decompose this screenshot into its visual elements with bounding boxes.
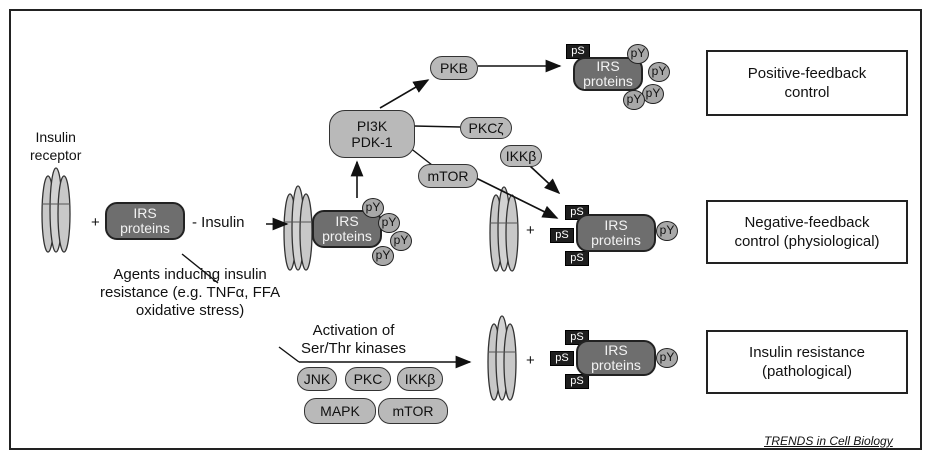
plus-sign: +	[91, 214, 100, 232]
activation-label: Activation of Ser/Thr kinases	[301, 322, 406, 358]
kinase-mtor: mTOR	[378, 398, 448, 424]
py-positive-4: pY	[623, 90, 645, 110]
py-negative: pY	[656, 221, 678, 241]
plus-sign-negative: +	[526, 222, 535, 240]
kinase-jnk: JNK	[297, 367, 337, 391]
line-activation-a	[279, 347, 299, 362]
ps-resistance-2: pS	[550, 351, 574, 366]
insulin-label: - Insulin	[192, 214, 245, 232]
ps-negative-3: pS	[565, 251, 589, 266]
receptor-negative	[490, 187, 518, 271]
kinase-pkc: PKC	[345, 367, 391, 391]
py-resistance: pY	[656, 348, 678, 368]
py-positive-3: pY	[642, 84, 664, 104]
ikk-beta-node: IKKβ	[500, 145, 542, 167]
negative-feedback-box: Negative-feedback control (physiological…	[706, 200, 908, 264]
line-to-pkczeta	[414, 126, 460, 127]
arrow-ikkb	[530, 166, 559, 193]
receptor-resistance	[488, 316, 516, 400]
insulin-resistance-box: Insulin resistance (pathological)	[706, 330, 908, 394]
agents-label: Agents inducing insulin resistance (e.g.…	[100, 266, 280, 320]
positive-feedback-box: Positive-feedback control	[706, 50, 908, 116]
py-center-3: pY	[390, 231, 412, 251]
py-positive-1: pY	[627, 44, 649, 64]
ps-negative-2: pS	[550, 228, 574, 243]
pkb-node: PKB	[430, 56, 478, 80]
plus-sign-resistance: +	[526, 352, 535, 370]
py-positive-2: pY	[648, 62, 670, 82]
receptor-left	[42, 168, 70, 252]
py-center-2: pY	[378, 213, 400, 233]
irs-proteins-left: IRS proteins	[105, 202, 185, 240]
insulin-receptor-label: Insulin receptor	[30, 128, 81, 164]
arrow-to-pkb	[380, 80, 428, 108]
irs-proteins-negative: IRS proteins	[576, 214, 656, 252]
mtor-node: mTOR	[418, 164, 478, 188]
pkc-zeta-node: PKCζ	[460, 117, 512, 139]
kinase-mapk: MAPK	[304, 398, 376, 424]
source-credit: TRENDS in Cell Biology	[764, 434, 893, 448]
kinase-ikkb: IKKβ	[397, 367, 443, 391]
ps-resistance-3: pS	[565, 374, 589, 389]
irs-proteins-resistance: IRS proteins	[576, 340, 656, 376]
receptor-center	[284, 186, 312, 270]
py-center-4: pY	[372, 246, 394, 266]
pi3k-pdk1-node: PI3K PDK-1	[329, 110, 415, 158]
